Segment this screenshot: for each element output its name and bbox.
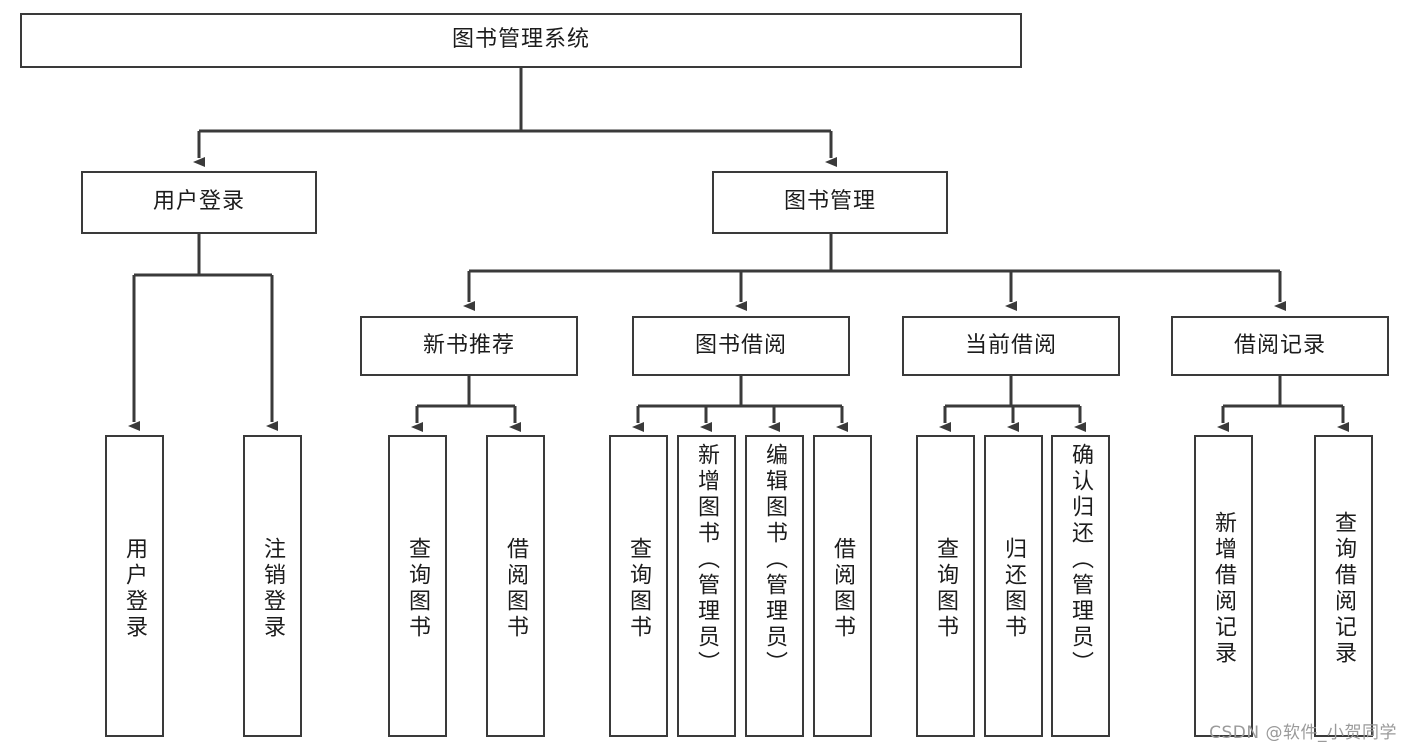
node-label: 注销登录 xyxy=(260,537,286,641)
node-label: 新书推荐 xyxy=(422,332,515,358)
node-label: 编辑图书（管理员） xyxy=(762,443,788,677)
node-label: 用户登录 xyxy=(122,537,148,641)
leaf-record-add-borrow-record[interactable]: 新增借阅记录 xyxy=(1194,435,1253,737)
node-label: 查询借阅记录 xyxy=(1331,511,1357,667)
watermark-text: CSDN @软件_小贺同学 xyxy=(1209,723,1397,743)
node-label: 查询图书 xyxy=(626,537,652,641)
leaf-borrow-add-book-admin[interactable]: 新增图书（管理员） xyxy=(677,435,736,737)
leaf-recommend-query-book[interactable]: 查询图书 xyxy=(388,435,447,737)
node-book-borrow[interactable]: 图书借阅 xyxy=(632,316,850,376)
node-borrow-record[interactable]: 借阅记录 xyxy=(1171,316,1389,376)
node-label: 新增借阅记录 xyxy=(1211,511,1237,667)
node-label: 归还图书 xyxy=(1001,537,1027,641)
leaf-recommend-borrow-book[interactable]: 借阅图书 xyxy=(486,435,545,737)
node-label: 新增图书（管理员） xyxy=(694,443,720,677)
node-label: 确认归还（管理员） xyxy=(1068,443,1094,677)
node-new-book-recommend[interactable]: 新书推荐 xyxy=(360,316,578,376)
node-label: 查询图书 xyxy=(933,537,959,641)
node-label: 借阅图书 xyxy=(503,537,529,641)
node-label: 图书管理系统 xyxy=(451,27,590,53)
leaf-user-logout[interactable]: 注销登录 xyxy=(243,435,302,737)
node-label: 借阅记录 xyxy=(1233,332,1326,358)
leaf-record-query-borrow-record[interactable]: 查询借阅记录 xyxy=(1314,435,1373,737)
node-label: 图书借阅 xyxy=(694,332,787,358)
leaf-borrow-borrow-book[interactable]: 借阅图书 xyxy=(813,435,872,737)
leaf-current-query-book[interactable]: 查询图书 xyxy=(916,435,975,737)
node-root-system[interactable]: 图书管理系统 xyxy=(20,13,1022,68)
node-label: 用户登录 xyxy=(152,189,245,215)
node-label: 借阅图书 xyxy=(830,537,856,641)
leaf-borrow-query-book[interactable]: 查询图书 xyxy=(609,435,668,737)
node-current-borrow[interactable]: 当前借阅 xyxy=(902,316,1120,376)
node-label: 图书管理 xyxy=(783,189,876,215)
node-label: 当前借阅 xyxy=(964,332,1057,358)
leaf-current-return-book[interactable]: 归还图书 xyxy=(984,435,1043,737)
node-label: 查询图书 xyxy=(405,537,431,641)
node-book-management[interactable]: 图书管理 xyxy=(712,171,948,234)
leaf-user-login[interactable]: 用户登录 xyxy=(105,435,164,737)
leaf-borrow-edit-book-admin[interactable]: 编辑图书（管理员） xyxy=(745,435,804,737)
node-user-login[interactable]: 用户登录 xyxy=(81,171,317,234)
leaf-current-confirm-return-admin[interactable]: 确认归还（管理员） xyxy=(1051,435,1110,737)
